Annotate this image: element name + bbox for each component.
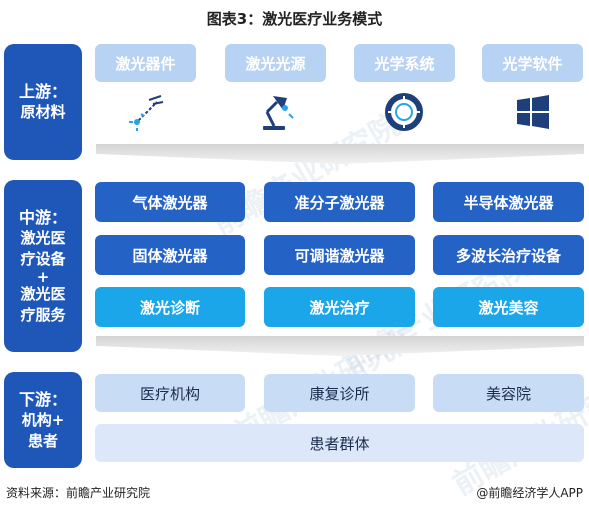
windows-icon: [517, 95, 549, 129]
mid-item-gas-laser: 气体激光器: [95, 182, 245, 222]
mid-item-multiwavelength-device: 多波长治疗设备: [433, 235, 584, 275]
upstream-item-laser-source: 激光光源: [225, 44, 326, 82]
down-item-patient-group: 患者群体: [95, 424, 584, 462]
mid-item-laser-beauty: 激光美容: [433, 287, 584, 327]
laser-device-icon: [129, 95, 164, 131]
down-item-medical-institution: 医疗机构: [95, 374, 245, 412]
midstream-label-line: +: [36, 267, 50, 286]
upstream-label-line: 原材料: [20, 103, 66, 121]
midstream-label-line: 中游：: [18, 207, 67, 227]
mid-item-solid-laser: 固体激光器: [95, 235, 245, 275]
upstream-item-optical-software: 光学软件: [482, 44, 583, 82]
lens-ring-icon: [385, 93, 423, 131]
midstream-label: 中游： 激光医 疗设备 + 激光医 疗服务: [4, 180, 82, 352]
upstream-item-laser-device: 激光器件: [95, 44, 196, 82]
downstream-label-line: 机构+: [21, 410, 65, 429]
mid-item-laser-diagnosis: 激光诊断: [95, 287, 245, 327]
upstream-item-optical-system: 光学系统: [354, 44, 455, 82]
mid-item-tunable-laser: 可调谐激光器: [264, 235, 415, 275]
upstream-label: 上游： 原材料: [4, 44, 82, 160]
midstream-label-line: 疗服务: [20, 305, 66, 324]
credit-note: @前瞻经济学人APP: [476, 486, 583, 500]
mid-item-laser-treatment: 激光治疗: [264, 287, 415, 327]
mid-item-excimer-laser: 准分子激光器: [264, 182, 415, 222]
midstream-label-line: 激光医: [20, 284, 66, 303]
downstream-label-line: 下游：: [18, 389, 67, 409]
source-note: 资料来源：前瞻产业研究院: [6, 486, 151, 500]
page-title: 图表3：激光医疗业务模式: [206, 10, 383, 28]
mid-item-semiconductor-laser: 半导体激光器: [433, 182, 584, 222]
upstream-label-line: 上游：: [18, 82, 67, 101]
watermark: 前瞻产业研究院: [207, 107, 407, 243]
midstream-label-line: 疗设备: [20, 249, 66, 268]
midstream-label-line: 激光医: [20, 228, 66, 247]
section-divider: [96, 336, 584, 356]
downstream-label-line: 患者: [27, 431, 58, 450]
section-divider: [96, 144, 584, 164]
lamp-icon: [263, 96, 294, 130]
down-item-rehab-clinic: 康复诊所: [264, 374, 415, 412]
down-item-beauty-salon: 美容院: [433, 374, 584, 412]
downstream-label: 下游： 机构+ 患者: [4, 372, 82, 468]
